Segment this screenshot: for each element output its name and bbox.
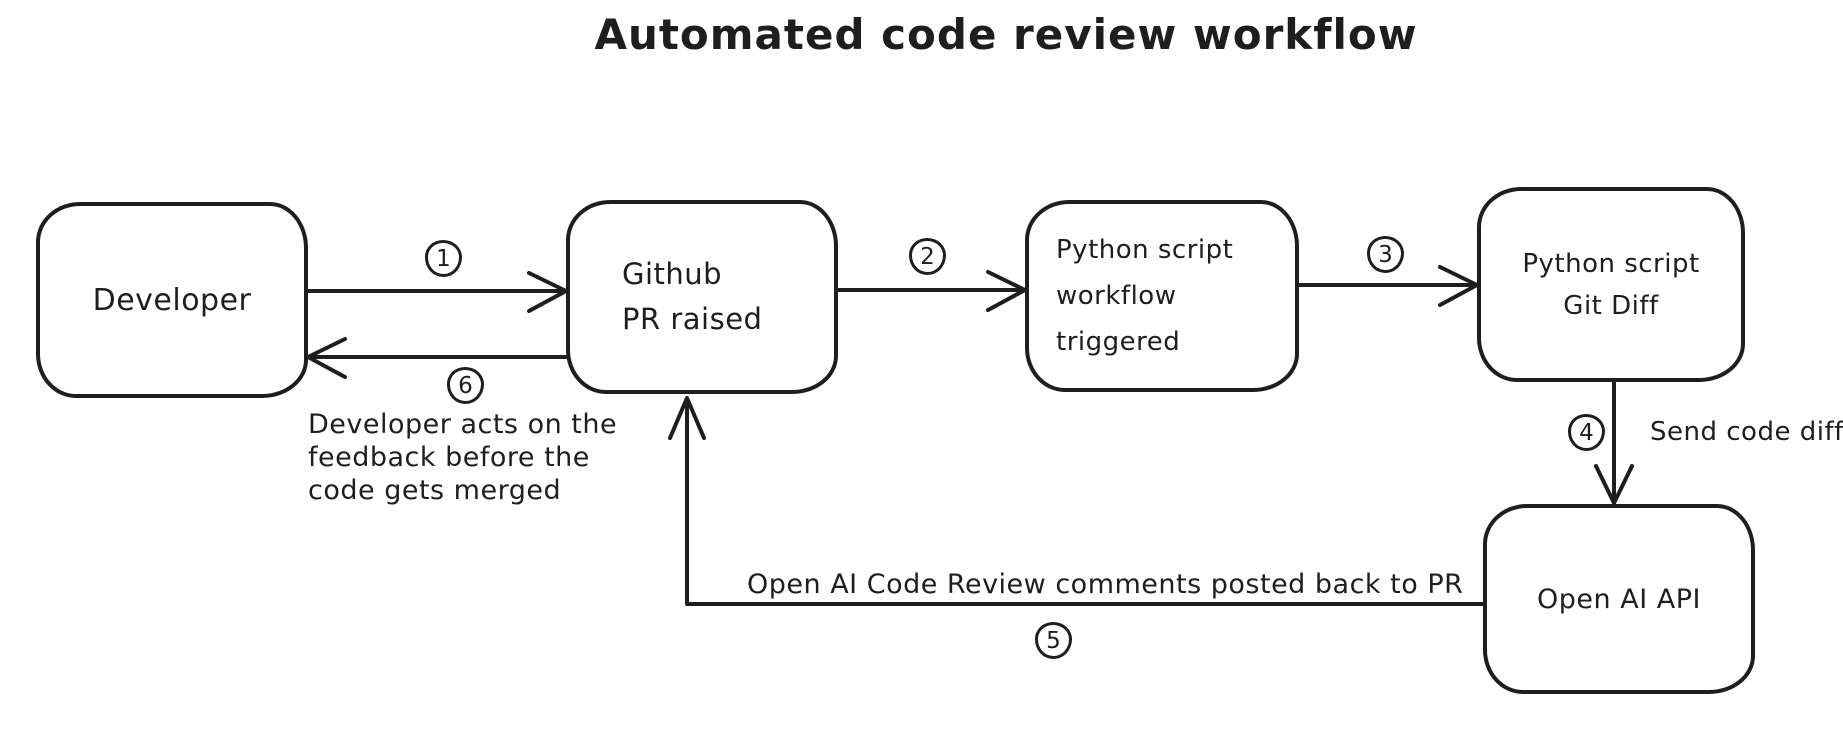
- arrow-4-gitdiff-to-openai: [1594, 381, 1634, 505]
- edge-label-feedback-line3: code gets merged: [308, 475, 562, 506]
- edge-label-comments-posted-back: Open AI Code Review comments posted back…: [747, 569, 1464, 600]
- arrow-2-github-to-workflow: [836, 270, 1027, 312]
- node-py-workflow-label-line2: workflow triggered: [1056, 281, 1181, 357]
- edge-label-developer-feedback: Developer acts on the feedback before th…: [308, 408, 628, 507]
- step-badge-5: 5: [1035, 622, 1072, 659]
- edge-label-send-code-diff: Send code diff: [1650, 417, 1843, 447]
- node-open-ai-api: Open AI API: [1483, 504, 1755, 694]
- diagram-title: Automated code review workflow: [594, 10, 1418, 59]
- node-python-script-git-diff: Python script Git Diff: [1477, 187, 1745, 382]
- node-py-gitdiff-label-line2: Git Diff: [1563, 290, 1659, 321]
- node-openai-label: Open AI API: [1537, 583, 1701, 615]
- node-github-label-line1: Github: [622, 257, 723, 291]
- node-github-pr-raised: Github PR raised: [566, 200, 838, 394]
- node-github-label-line2: PR raised: [622, 302, 763, 336]
- step-badge-3: 3: [1367, 236, 1404, 273]
- edge-label-feedback-line2: feedback before the: [308, 442, 590, 473]
- edge-label-feedback-line1: Developer acts on the: [308, 409, 618, 440]
- arrow-6-github-to-developer: [306, 337, 568, 379]
- arrow-1-developer-to-github: [306, 271, 568, 313]
- node-python-script-workflow-triggered: Python script workflow triggered: [1025, 200, 1299, 392]
- node-developer: Developer: [36, 202, 308, 398]
- node-developer-label: Developer: [92, 282, 252, 318]
- step-badge-1: 1: [425, 240, 462, 277]
- arrow-5-openai-to-github: [668, 396, 1485, 606]
- step-badge-6: 6: [447, 367, 484, 404]
- step-badge-2: 2: [909, 238, 946, 275]
- node-py-workflow-label-line1: Python script: [1056, 235, 1234, 265]
- node-py-gitdiff-label-line1: Python script: [1522, 248, 1700, 279]
- step-badge-4: 4: [1568, 414, 1605, 451]
